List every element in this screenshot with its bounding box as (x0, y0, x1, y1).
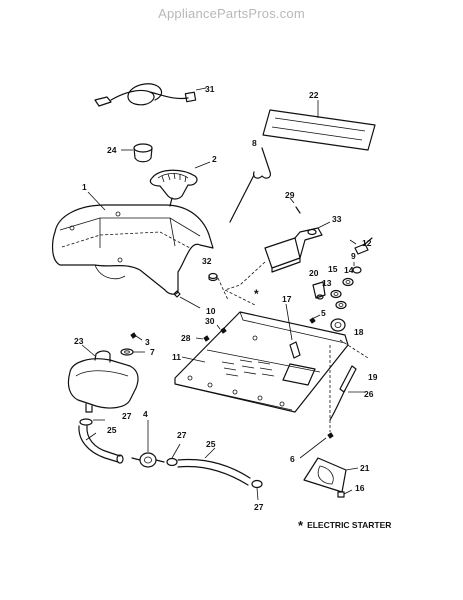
callout-11: 11 (172, 352, 181, 362)
callout-31: 31 (205, 84, 215, 94)
callout-27-b: 27 (177, 430, 187, 440)
callout-7: 7 (150, 347, 155, 357)
callout-9: 9 (351, 251, 356, 261)
part-27-clamp-3[interactable] (251, 479, 263, 501)
part-11-control-panel[interactable] (174, 311, 349, 413)
callout-6: 6 (290, 454, 295, 464)
callout-14: 14 (344, 265, 354, 275)
callout-19: 19 (368, 372, 378, 382)
callout-23: 23 (74, 336, 84, 346)
part-27-small-clamp[interactable] (116, 454, 124, 464)
callout-18: 18 (354, 327, 364, 337)
part-12-switch[interactable] (349, 237, 373, 255)
part-5-screw[interactable] (309, 314, 321, 324)
callout-27-c: 27 (254, 502, 264, 512)
part-31-power-cord[interactable] (94, 83, 207, 107)
part-27-clamp-2[interactable] (166, 443, 181, 467)
part-30-screw[interactable] (216, 324, 227, 334)
callout-32: 32 (202, 256, 212, 266)
callout-25-a: 25 (107, 425, 117, 435)
part-18-cap[interactable] (330, 318, 346, 332)
callout-16: 16 (355, 483, 365, 493)
callout-21: 21 (360, 463, 370, 473)
callout-28: 28 (181, 333, 191, 343)
wiring-dashed-line (223, 261, 266, 306)
callout-24: 24 (107, 145, 117, 155)
part-32-grommet[interactable] (208, 272, 218, 282)
part-27-clamp[interactable] (79, 418, 105, 426)
part-1-upper-cover[interactable] (52, 191, 214, 295)
callout-27-a: 27 (122, 411, 132, 421)
watermark-text: AppliancePartsPros.com (158, 6, 305, 21)
part-13-washer[interactable] (335, 300, 347, 310)
star-marker: * (254, 287, 259, 301)
part-20-primer-button[interactable] (312, 281, 326, 300)
callout-5: 5 (321, 308, 326, 318)
callout-26: 26 (364, 389, 374, 399)
part-25-fuel-line[interactable] (78, 425, 121, 463)
legend: *ELECTRIC STARTER (298, 518, 391, 533)
legend-text: ELECTRIC STARTER (307, 520, 392, 530)
part-9-key[interactable] (352, 262, 362, 274)
callout-25-b: 25 (206, 439, 216, 449)
part-17-switch[interactable] (285, 303, 301, 359)
part-8-rod-clip[interactable] (229, 147, 271, 223)
callout-22: 22 (309, 90, 319, 100)
part-3-bolt[interactable] (130, 332, 143, 341)
callout-20: 20 (309, 268, 319, 278)
part-16-screw[interactable] (337, 489, 353, 498)
part-19-fitting[interactable] (339, 365, 357, 393)
callout-12: 12 (362, 238, 372, 248)
wiring-dashed-line-2 (217, 277, 229, 301)
callout-8: 8 (252, 138, 257, 148)
callout-4: 4 (143, 409, 148, 419)
part-26-hose[interactable] (329, 389, 365, 421)
part-28-screw[interactable] (195, 335, 210, 342)
callout-15: 15 (328, 264, 338, 274)
legend-star-symbol: * (298, 518, 304, 533)
part-25-fuel-line-2[interactable] (177, 447, 251, 486)
callout-3: 3 (145, 337, 150, 347)
part-14-washer[interactable] (342, 277, 354, 287)
callout-33: 33 (332, 214, 342, 224)
part-29-pin[interactable] (289, 197, 301, 214)
callout-30: 30 (205, 316, 215, 326)
part-15-nut[interactable] (330, 289, 342, 299)
callout-1: 1 (82, 182, 87, 192)
callout-2: 2 (212, 154, 217, 164)
callout-13: 13 (322, 278, 332, 288)
part-10-screw[interactable] (173, 290, 201, 309)
part-22-decal[interactable] (262, 100, 376, 151)
part-24-knob[interactable] (121, 143, 153, 163)
callout-10: 10 (206, 306, 216, 316)
part-7-cap[interactable] (120, 348, 145, 356)
part-33-starter-bracket[interactable] (264, 221, 331, 273)
callout-29: 29 (285, 190, 295, 200)
part-21-cover-plate[interactable] (303, 457, 359, 493)
part-6-screw[interactable] (299, 432, 334, 459)
panel-dashed-line (339, 339, 369, 359)
part-23-fuel-tank[interactable] (67, 344, 139, 413)
part-4-fuel-valve[interactable] (131, 420, 165, 468)
callout-17: 17 (282, 294, 292, 304)
part-2-handle[interactable] (149, 161, 211, 207)
